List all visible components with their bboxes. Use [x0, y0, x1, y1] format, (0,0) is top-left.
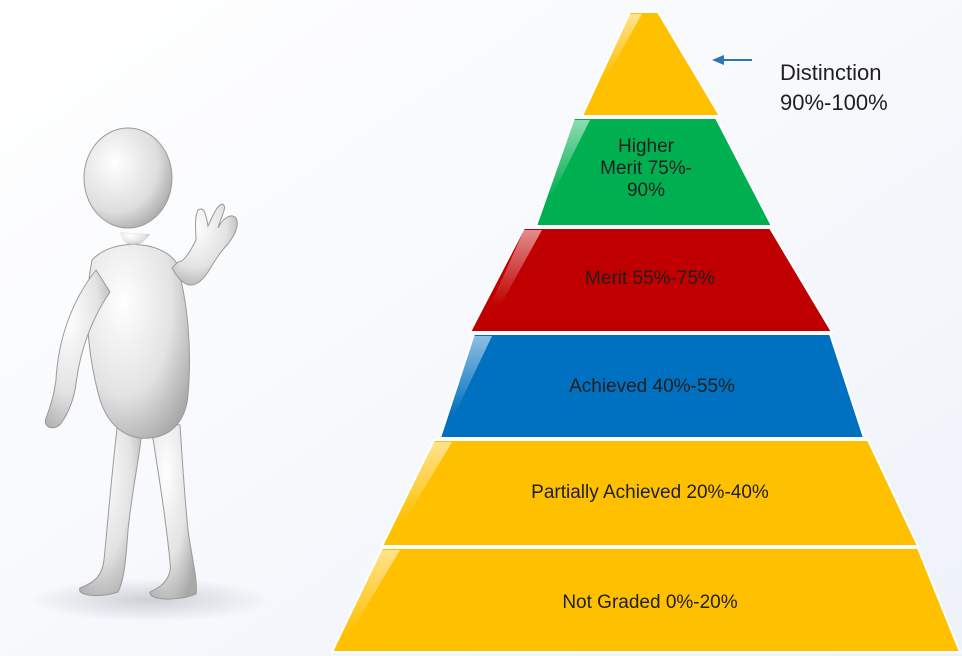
distinction-callout-title: Distinction — [780, 60, 882, 85]
tier-higher-merit-label: Higher Merit 75%- 90% — [596, 136, 696, 202]
callout-arrow-icon — [712, 55, 752, 65]
distinction-callout: Distinction 90%-100% — [780, 58, 940, 118]
tier-distinction-shape — [580, 11, 722, 117]
distinction-callout-range: 90%-100% — [780, 90, 888, 115]
grade-pyramid — [330, 11, 962, 653]
tier-merit-label: Merit 55%-75% — [585, 268, 715, 289]
tier-merit-shape — [468, 227, 834, 333]
tier-not-graded-shape — [330, 547, 962, 653]
presenter-stick-figure-icon — [30, 127, 270, 622]
higher-merit-line-2: Merit 75%- — [600, 158, 692, 179]
higher-merit-line-3: 90% — [626, 180, 666, 201]
tier-achieved-label: Achieved 40%-55% — [569, 376, 735, 397]
higher-merit-line-1: Higher — [618, 136, 674, 157]
tier-partially-achieved-label: Partially Achieved 20%-40% — [531, 482, 769, 503]
tier-not-graded-label: Not Graded 0%-20% — [562, 592, 738, 613]
tier-partially-achieved-shape — [380, 439, 920, 547]
